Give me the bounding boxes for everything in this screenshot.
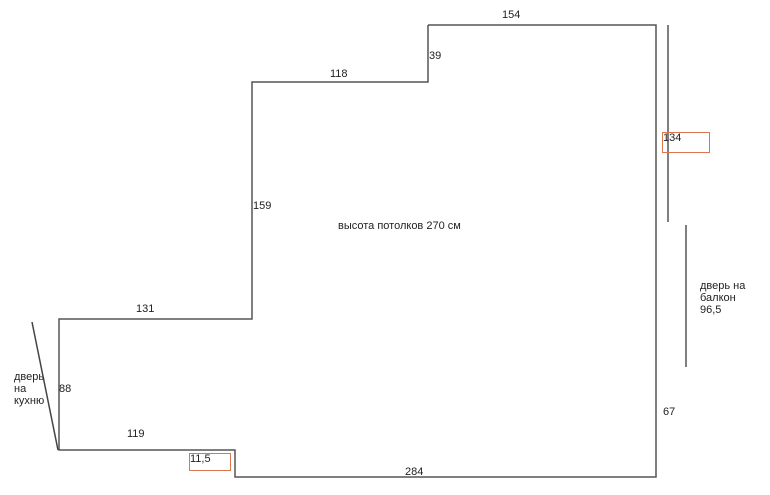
dim-284: 284 bbox=[405, 466, 424, 478]
dim-131: 131 bbox=[136, 303, 155, 315]
kitchen-door-line bbox=[31, 321, 59, 451]
kitchen-door-line-3: кухню bbox=[14, 395, 45, 407]
dim-39: 39 bbox=[429, 50, 442, 62]
dim-118: 118 bbox=[330, 68, 348, 80]
kitchen-door-line-1: дверь bbox=[14, 371, 45, 383]
dim-67: 67 bbox=[663, 406, 676, 418]
highlight-box-11-5 bbox=[189, 453, 231, 471]
kitchen-door-line-2: на bbox=[14, 383, 27, 395]
balcony-door-line-1: дверь на bbox=[700, 280, 746, 292]
balcony-door-label: дверь на балкон 96,5 bbox=[700, 280, 745, 316]
kitchen-door-label: дверь на кухню bbox=[14, 371, 44, 407]
dim-159: 159 bbox=[253, 200, 272, 212]
dim-154: 154 bbox=[502, 9, 521, 21]
dim-119: 119 bbox=[127, 428, 145, 440]
highlight-box-134 bbox=[662, 132, 710, 153]
balcony-door-line-2: балкон bbox=[700, 292, 736, 304]
ceiling-height-label: высота потолков 270 см bbox=[338, 220, 461, 232]
dim-11-5: 11,5 bbox=[190, 453, 211, 465]
dim-134: 134 bbox=[663, 132, 682, 144]
balcony-door-width: 96,5 bbox=[700, 304, 722, 316]
room-outline bbox=[58, 24, 657, 478]
dim-88: 88 bbox=[59, 383, 72, 395]
